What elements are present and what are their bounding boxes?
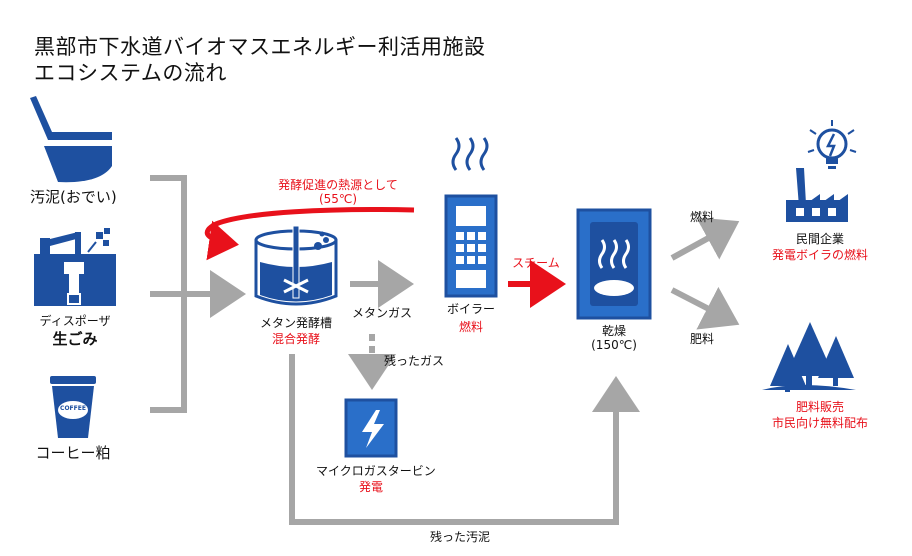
dryer-temp-label: (150℃) [591,338,637,352]
lightbulb-icon [807,120,857,169]
methane-gas-label: メタンガス [352,306,413,320]
disposer-icon [34,228,116,306]
boiler-fuel-label: 燃料 [458,320,483,334]
fertilizer-arrow [670,286,740,330]
boiler-icon [444,137,498,298]
heat-temp-label: (55℃) [318,192,358,206]
heat-source-label: 発酵促進の熱源として [278,178,398,192]
coffee-grounds-label: コーヒー粕 [35,444,111,462]
boiler-fuel-use-label: 発電ボイラの燃料 [771,248,868,262]
free-distribution-label: 市民向け無料配布 [771,416,868,430]
coffee-cup-text: COFFEE [60,405,86,412]
toilet-icon [30,96,112,183]
leftover-sludge-arrow [289,354,640,525]
leftover-gas-label: 残ったガス [384,354,445,368]
dryer-icon [576,208,652,320]
turbine-icon [344,398,398,458]
factory-icon [786,168,848,222]
trees-icon [762,322,856,392]
page-subtitle: エコシステムの流れ [34,61,227,85]
power-generation-label: 発電 [358,480,383,494]
digester-tank-icon [254,225,338,306]
coffee-cup-icon [50,376,96,438]
fertilizer-sale-label: 肥料販売 [795,400,844,414]
leftover-sludge-label: 残った汚泥 [429,530,490,544]
digester-label: メタン発酵槽 [259,316,332,330]
heat-return-arrow [204,207,415,261]
page-title: 黒部市下水道バイオマスエネルギー利活用施設 [34,35,486,59]
disposer-label: ディスポーザ [39,314,111,328]
dryer-label: 乾燥 [601,324,626,338]
input-bracket [150,175,246,413]
steam-label: スチーム [512,256,560,270]
turbine-label: マイクロガスタービン [316,464,436,478]
sludge-label: 汚泥(おでい) [30,188,117,206]
fuel-arrow [670,217,740,261]
fertilizer-label: 肥料 [690,332,715,346]
private-company-label: 民間企業 [795,232,844,246]
food-waste-label: 生ごみ [52,330,98,348]
fuel-label: 燃料 [690,210,715,224]
boiler-label: ボイラー [446,302,495,316]
mixed-fermentation-label: 混合発酵 [271,332,320,346]
